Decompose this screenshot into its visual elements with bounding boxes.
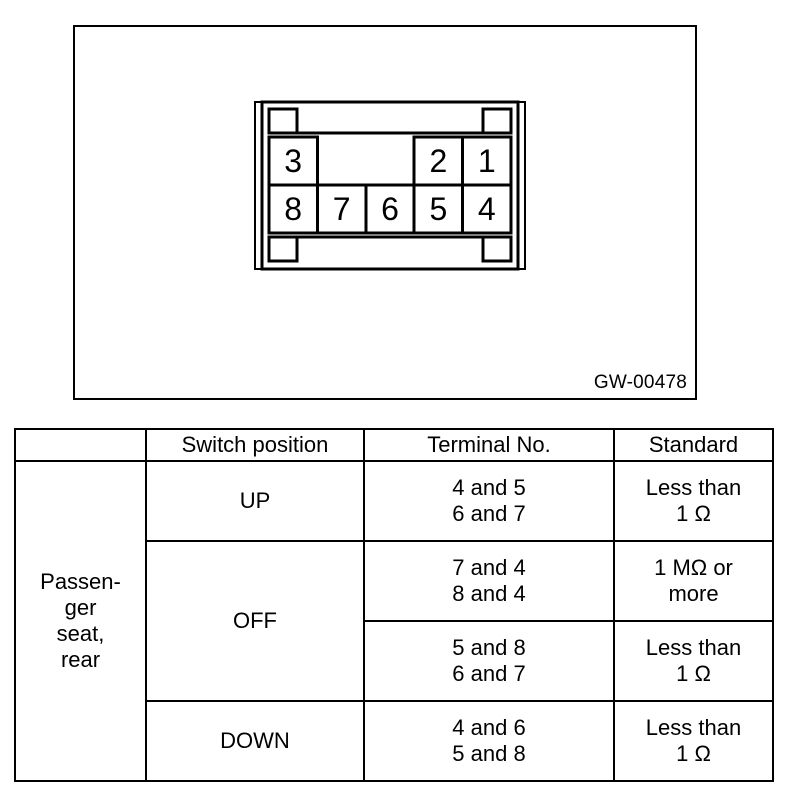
table-row: DOWN 4 and 6 5 and 8 Less than 1 Ω <box>15 699 774 782</box>
cell-terminal-no-up: 4 and 5 6 and 7 <box>363 459 615 542</box>
tab-top-right <box>481 107 513 135</box>
cell-standard-off-2: Less than 1 Ω <box>613 619 774 702</box>
connector-pinout-diagram: 3 2 1 8 7 6 5 4 <box>254 98 526 273</box>
pin-label-bottom-5: 4 <box>478 191 496 227</box>
pin-label-bottom-1: 8 <box>284 191 302 227</box>
cell-switch-position-down: DOWN <box>145 699 365 782</box>
cell-terminal-no-down: 4 and 6 5 and 8 <box>363 699 615 782</box>
pin-cell-bottom-5 <box>461 183 513 235</box>
pin-label-bottom-4: 5 <box>430 191 448 227</box>
tab-bottom-right <box>481 235 513 263</box>
header-standard: Standard <box>613 428 774 462</box>
header-group <box>14 428 147 462</box>
cell-standard-off-1: 1 MΩ or more <box>613 539 774 622</box>
table-header-row: Switch position Terminal No. Standard <box>14 428 774 462</box>
table-row: 5 and 8 6 and 7 Less than 1 Ω <box>15 619 774 702</box>
pin-label-top-4: 2 <box>430 143 448 179</box>
figure-caption: GW-00478 <box>593 372 687 393</box>
pin-label-bottom-3: 6 <box>381 191 399 227</box>
pin-label-bottom-2: 7 <box>333 191 351 227</box>
header-terminal-no: Terminal No. <box>363 428 615 462</box>
cell-group-label: Passen- ger seat, rear <box>14 459 147 782</box>
cell-terminal-no-off-2: 5 and 8 6 and 7 <box>363 619 615 702</box>
cell-standard-down: Less than 1 Ω <box>613 699 774 782</box>
tab-top-left <box>267 107 299 135</box>
table-row: OFF 7 and 4 8 and 4 1 MΩ or more <box>15 539 774 702</box>
tab-bottom-left <box>267 235 299 263</box>
cell-switch-position-up: UP <box>145 459 365 542</box>
cell-terminal-no-off-1: 7 and 4 8 and 4 <box>363 539 615 622</box>
cell-switch-position-off: OFF <box>145 539 365 702</box>
pin-label-top-5: 1 <box>478 143 496 179</box>
cell-standard-up: Less than 1 Ω <box>613 459 774 542</box>
table-row: Passen- ger seat, rear UP 4 and 5 6 and … <box>14 459 774 782</box>
pin-label-top-1: 3 <box>284 143 302 179</box>
figure-panel: 3 2 1 8 7 6 5 4 GW-00478 <box>73 25 697 400</box>
continuity-spec-table: Switch position Terminal No. Standard Pa… <box>14 428 774 782</box>
connector-inner-shell <box>260 100 520 271</box>
header-switch-position: Switch position <box>145 428 365 462</box>
